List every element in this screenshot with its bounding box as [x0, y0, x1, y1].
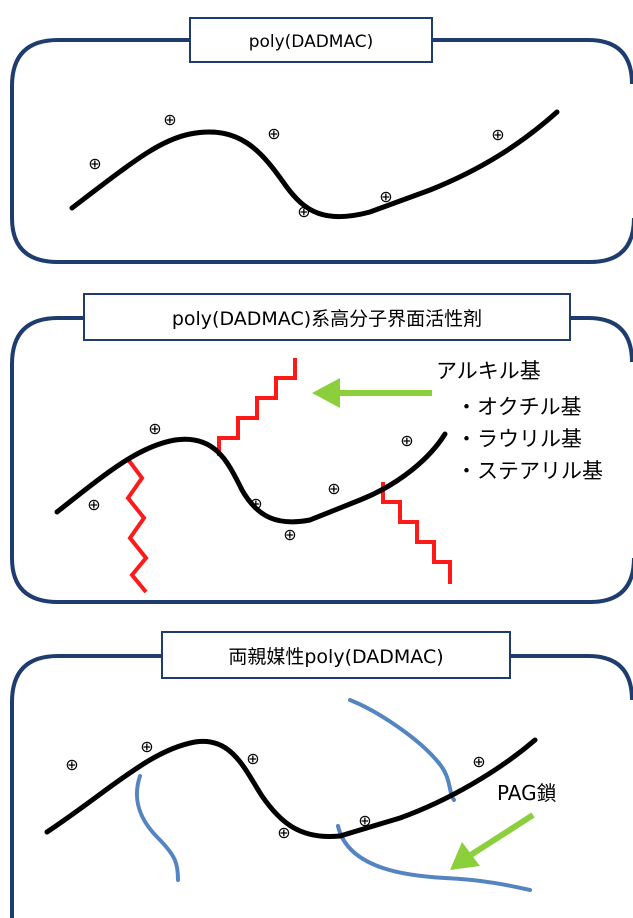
cation-charge: ⊕	[87, 495, 100, 514]
cation-charge: ⊕	[148, 419, 161, 438]
panel-frame	[10, 38, 633, 264]
panel-title: 両親媒性poly(DADMAC)	[228, 646, 443, 668]
title-box	[189, 17, 433, 63]
cation-charge: ⊕	[267, 124, 280, 143]
panel-frame-right	[510, 654, 633, 701]
cation-charge: ⊕	[327, 479, 340, 498]
cation-charge: ⊕	[472, 752, 485, 771]
panel-amphiphilic: 両親媒性poly(DADMAC) PAG鎖 ⊕ ⊕ ⊕ ⊕ ⊕ ⊕	[10, 631, 633, 918]
alkyl-type: ・オクチル基	[456, 395, 582, 419]
cation-charge: ⊕	[277, 823, 290, 842]
alkyl-heading: アルキル基	[436, 359, 541, 383]
title-box	[161, 631, 511, 679]
polymer-backbone	[44, 737, 538, 840]
cation-charge: ⊕	[379, 187, 392, 206]
panel-frame	[10, 654, 162, 918]
cation-charge: ⊕	[246, 749, 259, 768]
cation-charge: ⊕	[283, 525, 296, 544]
cation-charge: ⊕	[358, 811, 371, 830]
alkyl-chain	[381, 482, 452, 584]
cation-charge: ⊕	[297, 202, 310, 221]
cation-charge: ⊕	[88, 154, 101, 173]
cation-charge: ⊕	[163, 110, 176, 129]
cation-charge: ⊕	[491, 125, 504, 144]
pag-chain	[134, 774, 180, 882]
cation-charge: ⊕	[400, 431, 413, 450]
panel-title: poly(DADMAC)系高分子界面活性剤	[172, 308, 482, 330]
polymer-backbone	[69, 109, 560, 220]
arrow-to-pag	[450, 812, 535, 870]
panel-frame-right	[432, 38, 633, 85]
pag-chain	[348, 698, 456, 802]
polymer-backbone	[54, 431, 448, 525]
alkyl-type: ・ステアリル基	[456, 459, 603, 483]
panel-poly-dadmac: poly(DADMAC) ⊕ ⊕ ⊕ ⊕ ⊕ ⊕	[10, 17, 633, 264]
alkyl-chain	[217, 358, 297, 456]
panel-frame-right	[570, 316, 633, 363]
cation-charge: ⊕	[140, 737, 153, 756]
arrow-to-alkyl	[312, 378, 432, 408]
panel-title: poly(DADMAC)	[249, 32, 374, 52]
pag-label: PAG鎖	[497, 781, 557, 805]
alkyl-type: ・ラウリル基	[456, 427, 582, 451]
alkyl-chain	[125, 456, 149, 594]
panel-frame	[10, 316, 633, 604]
pag-chain	[336, 824, 532, 892]
cation-charge: ⊕	[65, 755, 78, 774]
panel-surfactant: poly(DADMAC)系高分子界面活性剤 アルキル基 ・オクチル基 ・ラウリル…	[10, 293, 633, 604]
title-box	[83, 293, 571, 341]
cation-charge: ⊕	[249, 494, 262, 513]
